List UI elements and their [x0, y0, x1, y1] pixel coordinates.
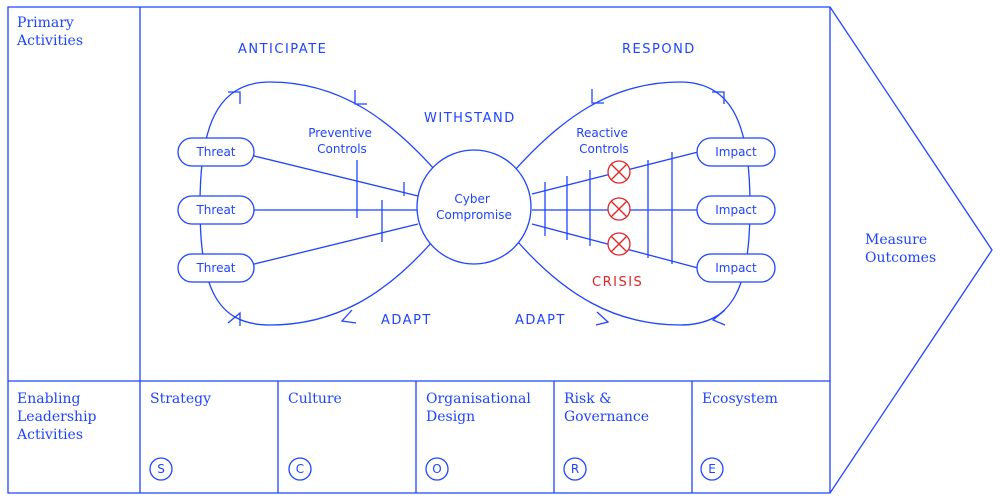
enabler-ecosystem-title: Ecosystem [702, 391, 778, 407]
enabler-letter: E [708, 462, 716, 476]
impact-pill-1 [696, 137, 776, 167]
primary-activities-label: Primary Activities [16, 15, 83, 49]
outer-frame [7, 6, 993, 494]
arrow-mark [711, 309, 726, 326]
reactive-controls-label: Reactive Controls [576, 126, 631, 156]
enabler-organisational-design-title: Organisational Design [426, 391, 535, 425]
arrow-mark [595, 311, 610, 326]
stage-adapt-right: ADAPT [515, 313, 566, 328]
enabling-activities-label: Enabling Leadership Activities [16, 391, 101, 443]
impact-pill-3 [696, 253, 776, 283]
threat-pill-2 [177, 195, 255, 225]
enabler-letter: C [296, 462, 304, 476]
enabler-letter: R [571, 462, 579, 476]
threat-pill-1 [177, 137, 255, 167]
cyber-compromise-circle [416, 149, 532, 265]
impact-pill-2 [696, 195, 776, 225]
measure-outcomes-label: Measure Outcomes [865, 232, 936, 266]
threat-pill-3 [177, 253, 255, 283]
crisis-x-icon [607, 232, 631, 256]
arrow-mark [354, 90, 367, 105]
enabler-risk-governance-title: Risk & Governance [564, 391, 649, 425]
stage-anticipate: ANTICIPATE [238, 42, 327, 57]
stage-respond: RESPOND [622, 42, 696, 57]
preventive-controls-label: Preventive Controls [308, 126, 376, 156]
arrow-mark [591, 89, 604, 104]
enabler-culture-title: Culture [288, 391, 342, 407]
arrow-mark [227, 311, 241, 326]
impact-label: Impact [715, 145, 757, 159]
stage-adapt-left: ADAPT [381, 313, 432, 328]
crisis-label: CRISIS [592, 275, 643, 290]
stage-withstand: WITHSTAND [424, 111, 516, 126]
threat-label: Threat [195, 145, 235, 159]
risk-governance-letter-circle [563, 457, 587, 481]
enabler-strategy-title: Strategy [150, 391, 211, 407]
arrow-mark [712, 91, 725, 104]
impact-label: Impact [715, 261, 757, 275]
crisis-x-icon [607, 197, 631, 221]
threat-label: Threat [195, 261, 235, 275]
ecosystem-letter-circle [700, 457, 724, 481]
arrow-mark [340, 309, 357, 324]
cyber-compromise-label: Cyber Compromise [436, 192, 512, 222]
crisis-x-icon [607, 160, 631, 184]
culture-letter-circle [288, 457, 312, 481]
organisational-design-letter-circle [425, 457, 449, 481]
enabler-letter: O [432, 462, 441, 476]
impact-label: Impact [715, 203, 757, 217]
arrow-mark [228, 91, 241, 104]
threat-label: Threat [195, 203, 235, 217]
enabler-letter: S [157, 462, 165, 476]
strategy-letter-circle [149, 457, 173, 481]
